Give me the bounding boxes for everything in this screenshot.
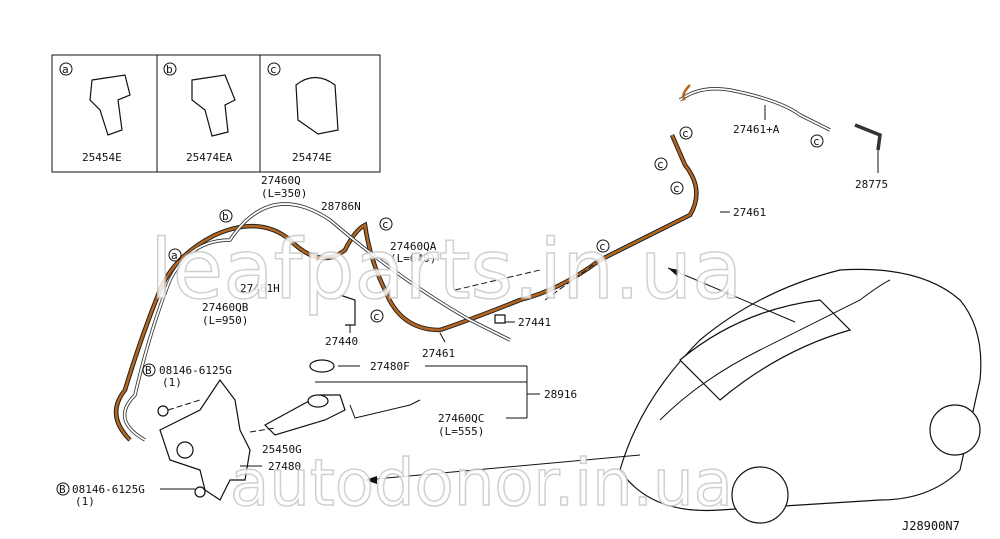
- label-27461-front: 27461: [422, 347, 455, 360]
- label-27460qc-length: (L=555): [438, 425, 484, 438]
- label-bolt-lower-qty: (1): [75, 495, 95, 508]
- clip-marker-c-callout: c: [657, 158, 664, 171]
- bolt-marker-lower: B: [59, 483, 66, 496]
- hose-27461: [115, 134, 698, 441]
- bolt-lower: [194, 486, 206, 498]
- clip-25474e-drawing: [295, 76, 339, 135]
- label-27460qb: 27460QB: [202, 301, 249, 314]
- clip-marker-c-callout: c: [682, 127, 689, 140]
- hose-27461-a: [679, 87, 831, 131]
- cap-27480f: [309, 359, 335, 373]
- watermark-autodonor: autodonor.in.ua: [230, 447, 733, 521]
- clip-25474ea-drawing: [191, 74, 236, 137]
- label-27480f: 27480F: [370, 360, 410, 373]
- label-27441: 27441: [518, 316, 551, 329]
- clip-marker-a-callout: a: [171, 249, 178, 262]
- car-outline: [364, 267, 982, 524]
- clip-table: a b c 25454E 25474EA 25474E: [51, 54, 381, 173]
- clip-27441: [494, 314, 506, 324]
- label-28786n: 28786N: [321, 200, 361, 213]
- hose-routing: [114, 84, 882, 442]
- label-bolt-upper-qty: (1): [162, 376, 182, 389]
- label-27460qc: 27460QC: [438, 412, 484, 425]
- watermark-leafparts: leafparts.in.ua: [150, 223, 742, 318]
- clip-marker-c-callout: c: [813, 135, 820, 148]
- label-27460qb-length: (L=950): [202, 314, 248, 327]
- callout-labels: 27460Q (L=350) 28786N 27460QA (L=640) 27…: [72, 123, 960, 533]
- tank-27480: [159, 378, 251, 501]
- inlet-28916: [264, 394, 346, 436]
- label-25450g: 25450G: [262, 443, 302, 456]
- label-27440: 27440: [325, 335, 358, 348]
- clip-marker-c-callout: c: [673, 182, 680, 195]
- label-bolt-upper: 08146-6125G: [159, 364, 232, 377]
- clip-25454e-drawing: [89, 74, 131, 136]
- clip-marker-c-callout: c: [382, 218, 389, 231]
- part-label-25474ea: 25474EA: [186, 151, 233, 164]
- clip-marker-c-callout: c: [599, 240, 606, 253]
- leader-lines: [160, 105, 879, 490]
- label-27460qa: 27460QA: [390, 240, 437, 253]
- label-28775: 28775: [855, 178, 888, 191]
- clip-marker-b: b: [166, 63, 173, 76]
- washer-tank-assembly: [157, 359, 421, 501]
- diagram-code: J28900N7: [902, 519, 960, 533]
- clip-marker-a: a: [62, 63, 69, 76]
- clip-marker-c: c: [270, 63, 277, 76]
- label-27460q: 27460Q: [261, 174, 301, 187]
- label-27461h: 27461H: [240, 282, 280, 295]
- label-28916: 28916: [544, 388, 577, 401]
- clip-marker-b-callout: b: [222, 210, 229, 223]
- hose-27460q: [123, 203, 511, 441]
- bolt-upper: [157, 405, 169, 417]
- clip-marker-c-callout: c: [373, 310, 380, 323]
- grommet-25450g: [307, 394, 329, 408]
- part-label-25454e: 25454E: [82, 151, 122, 164]
- label-bolt-lower: 08146-6125G: [72, 483, 145, 496]
- label-27461-rear: 27461: [733, 206, 766, 219]
- bolt-marker-upper: B: [145, 364, 152, 377]
- part-label-25474e: 25474E: [292, 151, 332, 164]
- label-27480: 27480: [268, 460, 301, 473]
- clip-markers: a b c c c c c c c B B: [56, 126, 824, 496]
- hose-27460qc: [349, 399, 421, 419]
- rear-nozzle-28775: [854, 123, 882, 151]
- label-27460qa-length: (L=640): [390, 252, 436, 265]
- label-27460q-length: (L=350): [261, 187, 307, 200]
- label-27461-a: 27461+A: [733, 123, 780, 136]
